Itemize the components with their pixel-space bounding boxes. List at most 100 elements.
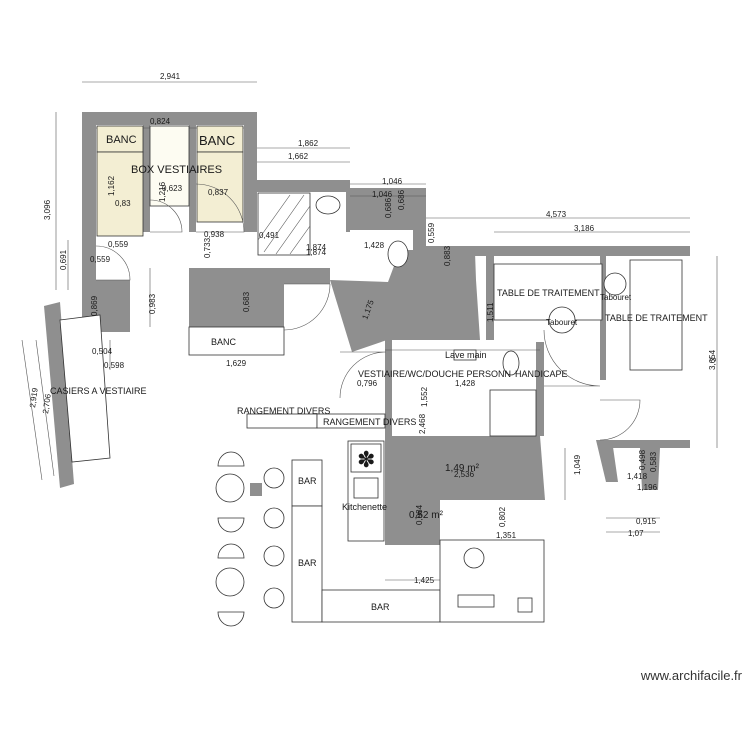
desk-chair	[463, 547, 485, 569]
table-round-1	[217, 451, 245, 467]
label-tabouret-1: Tabouret	[546, 318, 578, 327]
lave-main	[453, 349, 477, 361]
wall-small-square	[250, 483, 262, 496]
wall-right-room	[486, 256, 494, 340]
wall-vestiaire-left	[82, 112, 96, 332]
wall-vwc-bottom	[385, 436, 545, 500]
dim-2468: 2,468	[418, 413, 427, 434]
label-lave-main: Lave main	[445, 350, 487, 360]
walls	[44, 112, 690, 545]
label-area-2: 0,52 m²	[409, 510, 444, 521]
dim-0559a: 0,559	[108, 240, 129, 249]
dim-0824: 0,824	[150, 117, 171, 126]
dim-0837: 0,837	[208, 188, 229, 197]
wall-vestiaire-right	[244, 112, 257, 232]
table-traitement-right	[629, 259, 683, 371]
door-swings	[95, 183, 641, 441]
banc-left	[96, 125, 144, 153]
dim-1046a: 1,046	[382, 177, 403, 186]
dim-107: 1,07	[628, 529, 644, 538]
dim-0623: 0,623	[162, 184, 183, 193]
box-left	[96, 151, 144, 237]
wall-right-piece	[640, 448, 660, 490]
label-rangement-1: RANGEMENT DIVERS	[237, 406, 330, 416]
label-tabouret-2: Tabouret	[600, 293, 632, 302]
rangement-2	[316, 413, 386, 429]
furniture	[59, 125, 683, 627]
label-bar-2: BAR	[298, 558, 317, 568]
dim-0686b: 0,686	[397, 189, 406, 210]
table-round-6	[217, 611, 245, 627]
desk-laptop	[457, 594, 495, 608]
desk-phone	[517, 597, 533, 613]
box-right	[196, 151, 244, 223]
dim-0598: 0,598	[104, 361, 125, 370]
wall-right-room-bottom	[600, 440, 690, 448]
dim-0915: 0,915	[636, 517, 657, 526]
banc-right	[196, 125, 244, 153]
dim-0733: 0,733	[203, 237, 212, 258]
dim-0869: 0,869	[90, 295, 99, 316]
label-box-vestiaires: BOX VESTIAIRES	[131, 164, 222, 176]
label-bar-3: BAR	[371, 602, 390, 612]
hob-icon: ✽	[357, 447, 375, 472]
label-banc-1: BANC	[106, 134, 137, 146]
dim-0802: 0,802	[498, 506, 507, 527]
rangement-1	[246, 413, 318, 429]
dimension-labels: 2,941 0,824 3,096 1,862 1,662 1,046 1,04…	[28, 72, 718, 585]
dim-2919: 2,919	[28, 387, 40, 409]
toilet-wc	[502, 350, 520, 376]
dim-1874a: 1,874	[306, 243, 327, 252]
dim-0938: 0,938	[204, 230, 225, 239]
dimension-lines	[21, 81, 718, 581]
table-round-3	[217, 517, 245, 533]
wall-vestiaire-mid	[143, 125, 150, 232]
dim-0984: 0,984	[415, 504, 424, 525]
label-table-traitement-2: TABLE DE TRAITEMENT	[605, 313, 708, 323]
dim-1552: 1,552	[420, 386, 429, 407]
dim-0583: 0,583	[649, 451, 658, 472]
dim-0883: 0,883	[443, 245, 452, 266]
dim-2706: 2,706	[41, 393, 53, 415]
dim-3: 3	[709, 357, 718, 362]
dim-1629: 1,629	[226, 359, 247, 368]
wall-casiers	[44, 302, 74, 488]
shower-tray-wc	[489, 389, 537, 437]
wall-corridor	[257, 268, 330, 284]
table-round-2	[215, 473, 245, 503]
dim-1662: 1,662	[288, 152, 309, 161]
dim-1511: 1,511	[486, 302, 495, 322]
dim-2536: 2,536	[454, 470, 475, 479]
toilet-top	[387, 240, 409, 268]
wall-vestiaire-top	[82, 112, 257, 125]
dim-1049: 1,049	[573, 454, 582, 475]
dim-1418: 1,418	[627, 472, 648, 481]
stool-2	[263, 507, 285, 529]
dim-1425: 1,425	[414, 576, 435, 585]
bar-counter-bottom	[321, 589, 441, 623]
sink-top	[315, 195, 341, 215]
label-handicape: HANDICAPE	[515, 369, 568, 379]
room-labels: BANC BANC BOX VESTIAIRES BANC CASIERS A …	[50, 133, 708, 612]
label-vestiaire-wc: VESTIAIRE/WC/DOUCHE PERSONN	[358, 369, 511, 379]
dim-0983: 0,983	[148, 293, 157, 314]
dim-1874b: 1,874	[306, 248, 327, 257]
dim-0683: 0,683	[242, 291, 251, 312]
label-casiers: CASIERS A VESTIAIRE	[50, 386, 147, 396]
dim-1162: 1,162	[107, 175, 116, 196]
label-rangement-2: RANGEMENT DIVERS	[323, 417, 416, 427]
dim-0559c: 0,559	[427, 222, 436, 243]
dim-1046b: 1,046	[372, 190, 393, 199]
table-round-4	[217, 543, 245, 559]
bar-counter-middle	[291, 505, 323, 623]
dim-2941: 2,941	[160, 72, 181, 81]
dim-3096: 3,096	[43, 199, 52, 220]
table-traitement-left	[493, 263, 603, 321]
label-table-traitement-1: TABLE DE TRAITEMENT	[497, 288, 600, 298]
wall-top-right	[426, 246, 690, 256]
stool-1	[263, 467, 285, 489]
dim-0498: 0,498	[638, 449, 647, 470]
label-bar-1: BAR	[298, 476, 317, 486]
dim-0491: 0,491	[259, 231, 280, 240]
